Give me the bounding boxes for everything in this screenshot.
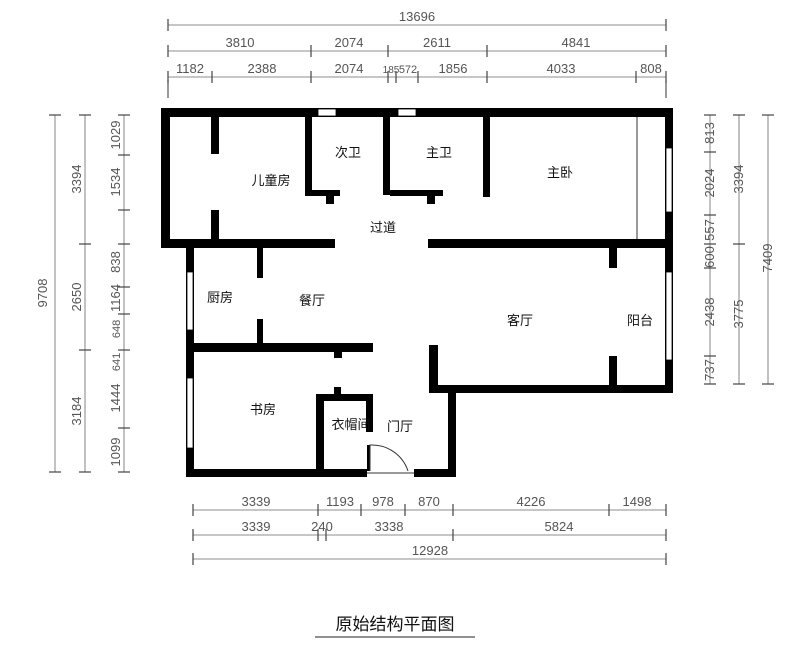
label-kitchen: 厨房 — [207, 290, 233, 306]
label-master-bedroom: 主卧 — [547, 166, 573, 181]
dim-top3-f: 1856 — [439, 61, 468, 76]
dim-top3-c: 2074 — [335, 61, 364, 76]
dim-top-a: 3810 — [226, 35, 255, 50]
dim-left-b: 2650 — [69, 283, 84, 312]
dim-bot-c: 978 — [372, 494, 394, 509]
windows — [186, 108, 673, 449]
dim-top3-b: 2388 — [248, 61, 277, 76]
dim-right-c: 557 — [702, 219, 717, 241]
right-dimensions — [704, 114, 774, 385]
label-corridor: 过道 — [370, 221, 396, 236]
label-children-room: 儿童房 — [251, 173, 290, 189]
plan-title: 原始结构平面图 — [336, 615, 455, 635]
label-master-bath: 主卫 — [426, 146, 452, 161]
dim-top-d: 4841 — [562, 35, 591, 50]
dim-left3-h: 1099 — [108, 438, 123, 467]
dim-bot-f: 1498 — [623, 494, 652, 509]
dim-right-d: 600 — [702, 246, 717, 268]
dim-top-c: 2611 — [423, 35, 451, 50]
dim-right-a: 813 — [702, 122, 717, 144]
dim-bot-total: 12928 — [412, 543, 448, 558]
dim-bot2-d: 5824 — [545, 519, 574, 534]
dim-right-total: 7409 — [760, 244, 775, 273]
walls — [161, 108, 673, 477]
label-study: 书房 — [250, 402, 276, 418]
label-dining: 餐厅 — [299, 293, 325, 309]
dim-left3-d: 1164 — [108, 284, 123, 312]
dim-bot-a: 3339 — [242, 494, 271, 509]
bottom-dimensions — [192, 504, 667, 565]
top-dimensions — [167, 19, 667, 98]
dim-top-total: 13696 — [399, 9, 435, 24]
dim-bot-d: 870 — [418, 494, 440, 509]
dim-left-c: 3184 — [69, 397, 84, 426]
dim-bot2-b: 240 — [311, 519, 333, 534]
label-cloakroom: 衣帽间 — [331, 417, 370, 433]
label-living: 客厅 — [507, 313, 533, 329]
dim-right2-b: 3775 — [731, 300, 746, 329]
left-dimensions — [49, 114, 130, 473]
dim-left3-g: 1444 — [108, 384, 123, 413]
dim-bot2-c: 3338 — [375, 519, 404, 534]
dim-left3-e: 648 — [111, 320, 123, 338]
dim-left-total: 9708 — [35, 279, 50, 308]
dim-left3-a: 1029 — [108, 121, 123, 150]
dim-bot2-a: 3339 — [242, 519, 271, 534]
dim-bot-b: 1193 — [326, 494, 354, 509]
dim-bot-e: 4226 — [517, 494, 546, 509]
dim-top3-d: 185 — [383, 65, 400, 76]
dim-top3-h: 808 — [640, 61, 662, 76]
dim-top3-g: 4033 — [547, 61, 576, 76]
label-balcony: 阳台 — [627, 314, 653, 329]
entry-door — [367, 444, 414, 474]
dim-right-e: 2438 — [702, 298, 717, 327]
dim-right-f: 737 — [702, 359, 717, 381]
dim-top-b: 2074 — [335, 35, 364, 50]
label-second-bath: 次卫 — [335, 145, 361, 161]
dim-top3-a: 1182 — [176, 61, 204, 76]
dim-right-b: 2024 — [702, 169, 717, 198]
dim-left3-c: 838 — [108, 251, 123, 273]
label-foyer: 门厅 — [387, 420, 413, 435]
dim-right2-a: 3394 — [731, 165, 746, 194]
dim-top3-e: 572 — [399, 64, 417, 76]
dim-left-a: 3394 — [69, 165, 84, 194]
dim-left3-f: 641 — [111, 353, 123, 371]
dim-left3-b: 1534 — [108, 168, 123, 197]
